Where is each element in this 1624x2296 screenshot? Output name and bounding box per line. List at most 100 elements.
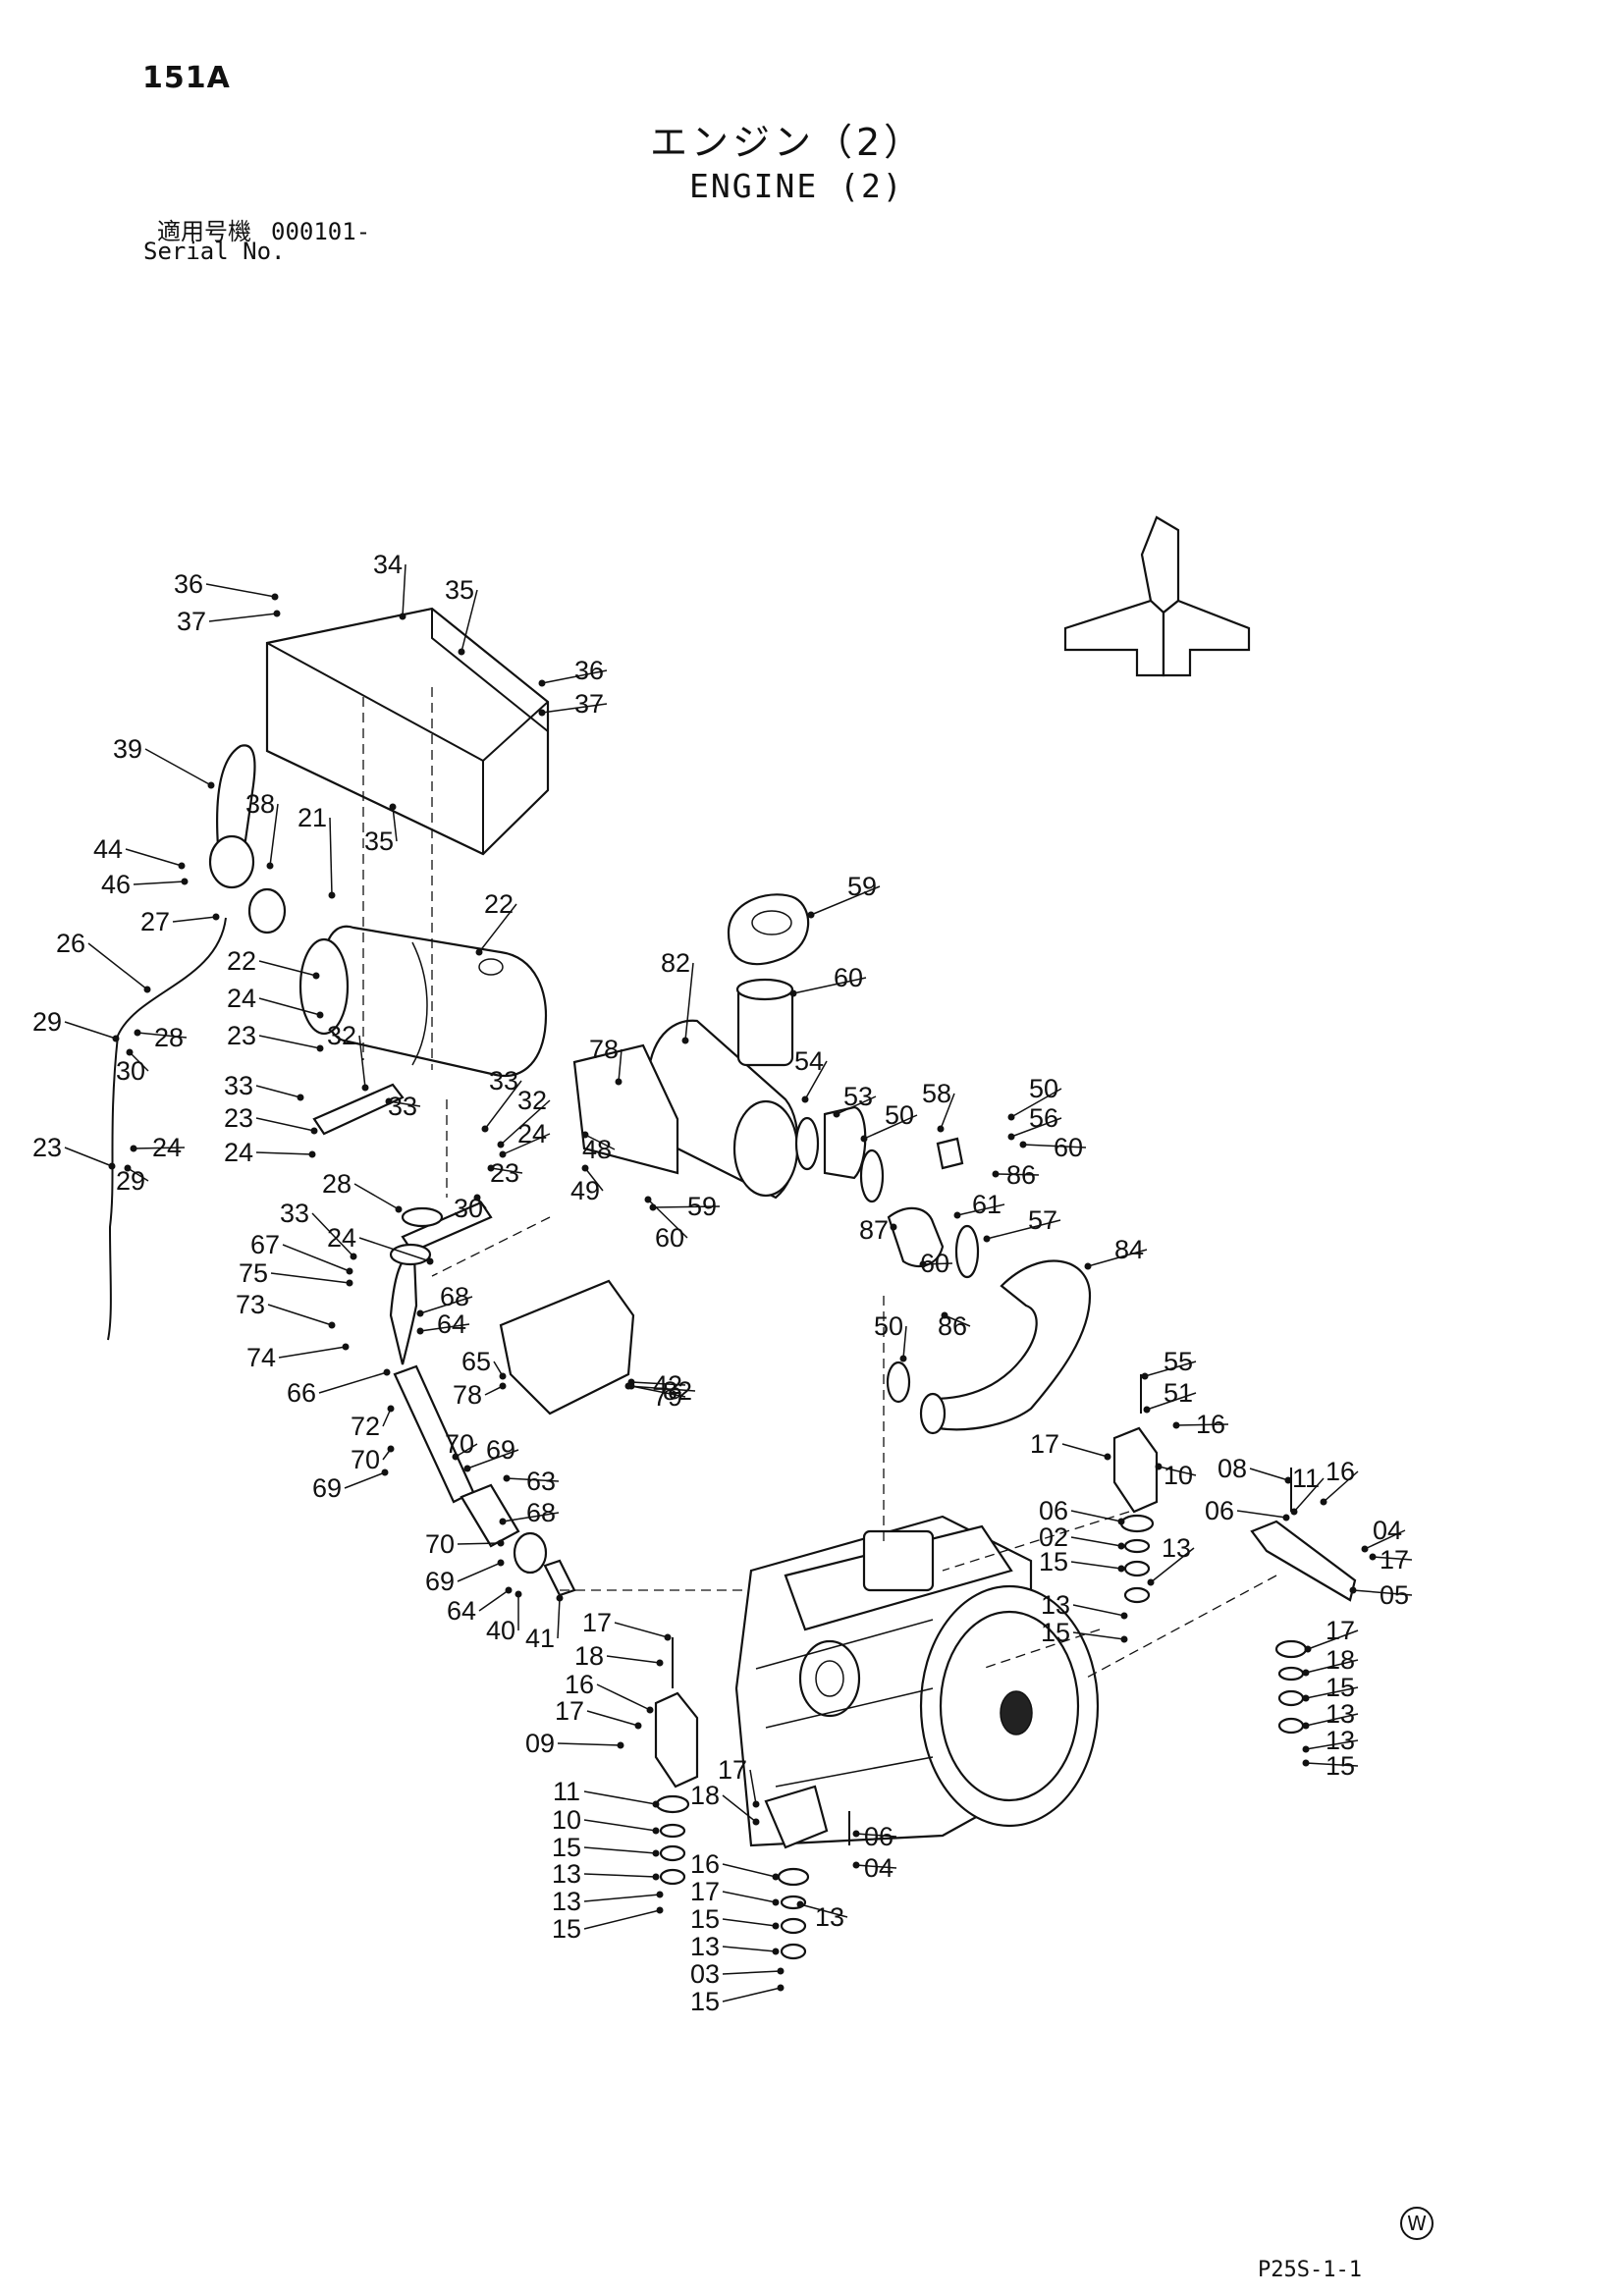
callout-leader (557, 1597, 561, 1639)
callout-label: 13 (552, 1887, 581, 1916)
callout-dot (387, 1405, 395, 1413)
callout-label: 09 (525, 1729, 555, 1758)
callout-leader (722, 1794, 757, 1823)
callout-leader (606, 1655, 661, 1664)
callout-leader (557, 1742, 622, 1746)
callout-30: 30 (454, 1194, 487, 1223)
callout-label: 82 (661, 948, 690, 978)
callout-label: 59 (687, 1192, 717, 1221)
callout-label: 58 (922, 1079, 951, 1108)
callout-dot (656, 1891, 664, 1898)
callout-02: 02 (1039, 1522, 1125, 1552)
callout-32: 32 (327, 1021, 369, 1092)
exhaust-tube (389, 1206, 576, 1597)
callout-label: 32 (327, 1021, 356, 1050)
callout-dot (297, 1094, 304, 1101)
callout-label: 66 (287, 1378, 316, 1408)
callout-dot (772, 1922, 780, 1930)
callout-label: 10 (1164, 1461, 1193, 1490)
callout-dot (615, 1078, 623, 1086)
callout-63: 63 (503, 1467, 560, 1496)
callout-69: 69 (312, 1468, 389, 1503)
callout-leader (1061, 1443, 1109, 1458)
callout-dot (1284, 1476, 1292, 1484)
callout-leader (358, 1035, 366, 1089)
callout-dot (1172, 1421, 1180, 1429)
callout-37: 37 (538, 689, 608, 719)
callout-dot (860, 1135, 868, 1143)
serial-value: 000101- (271, 218, 371, 245)
callout-18: 18 (690, 1781, 760, 1826)
callout-label: 78 (589, 1035, 619, 1064)
callout-label: 16 (690, 1849, 720, 1879)
callout-24: 24 (130, 1133, 186, 1162)
callout-leader (799, 1903, 848, 1918)
callout-dot (634, 1722, 642, 1730)
cover-box (265, 607, 550, 856)
callout-dot (1143, 1406, 1151, 1414)
callout-leader (419, 1296, 473, 1314)
callout-68: 68 (416, 1282, 473, 1317)
callout-label: 32 (517, 1086, 547, 1115)
callout-leader (1070, 1536, 1122, 1547)
callout-15: 15 (1039, 1547, 1125, 1576)
callout-dot (310, 1127, 318, 1135)
callout-label: 24 (152, 1133, 182, 1162)
callout-dot (581, 1164, 589, 1172)
callout-61: 61 (953, 1190, 1005, 1219)
callout-49: 49 (570, 1164, 604, 1205)
callout-leader (586, 1710, 639, 1727)
callout-label: 39 (113, 734, 142, 764)
callout-leader (392, 806, 398, 842)
callout-04: 04 (1361, 1516, 1406, 1553)
callout-dot (499, 1372, 507, 1380)
orientation-compass-icon (1063, 515, 1251, 677)
callout-leader (457, 1542, 502, 1545)
callout-dot (1361, 1545, 1369, 1553)
callout-06: 06 (1039, 1496, 1125, 1525)
callout-13: 13 (690, 1932, 780, 1961)
callout-leader (1364, 1529, 1406, 1550)
callout-dot (899, 1355, 907, 1362)
callout-dot (497, 1141, 505, 1148)
callout-dot (426, 1257, 434, 1265)
callout-dot (316, 1044, 324, 1052)
callout-18: 18 (574, 1641, 664, 1671)
callout-leader (722, 1946, 777, 1952)
callout-16: 16 (1172, 1410, 1229, 1439)
callout-leader (1022, 1144, 1087, 1148)
callout-leader (583, 1846, 657, 1854)
callout-dot (1302, 1694, 1310, 1702)
callout-leader (208, 613, 278, 622)
callout-leader (1305, 1713, 1359, 1727)
intake-hose-and-clamps (794, 1105, 980, 1279)
callout-leader (749, 1769, 757, 1805)
callout-dot (452, 1453, 460, 1461)
callout-dot (346, 1267, 353, 1275)
callout-dot (505, 1586, 513, 1594)
callout-leader (144, 748, 212, 786)
callout-33: 33 (280, 1199, 357, 1260)
callout-label: 28 (154, 1023, 184, 1052)
callout-label: 60 (920, 1249, 949, 1278)
callout-15: 15 (1041, 1618, 1128, 1647)
callout-label: 60 (1054, 1133, 1083, 1162)
callout-label: 08 (1218, 1454, 1247, 1483)
callout-label: 34 (373, 550, 403, 579)
callout-leader (129, 1051, 149, 1072)
callout-leader (956, 1203, 1005, 1216)
callout-label: 56 (1029, 1103, 1058, 1133)
callout-leader (1146, 1392, 1197, 1411)
callout-dot (499, 1518, 507, 1525)
callout-label: 53 (843, 1082, 873, 1111)
serial-label-japanese: 適用号機 (157, 218, 251, 245)
callout-dot (646, 1706, 654, 1714)
callout-dot (807, 911, 815, 919)
callout-dot (1302, 1669, 1310, 1677)
callout-leader (1072, 1604, 1125, 1617)
callout-dot (752, 1800, 760, 1808)
callout-leader (902, 1325, 907, 1360)
callout-label: 24 (227, 984, 256, 1013)
callout-50: 50 (874, 1311, 907, 1362)
callout-dot (130, 1145, 137, 1152)
